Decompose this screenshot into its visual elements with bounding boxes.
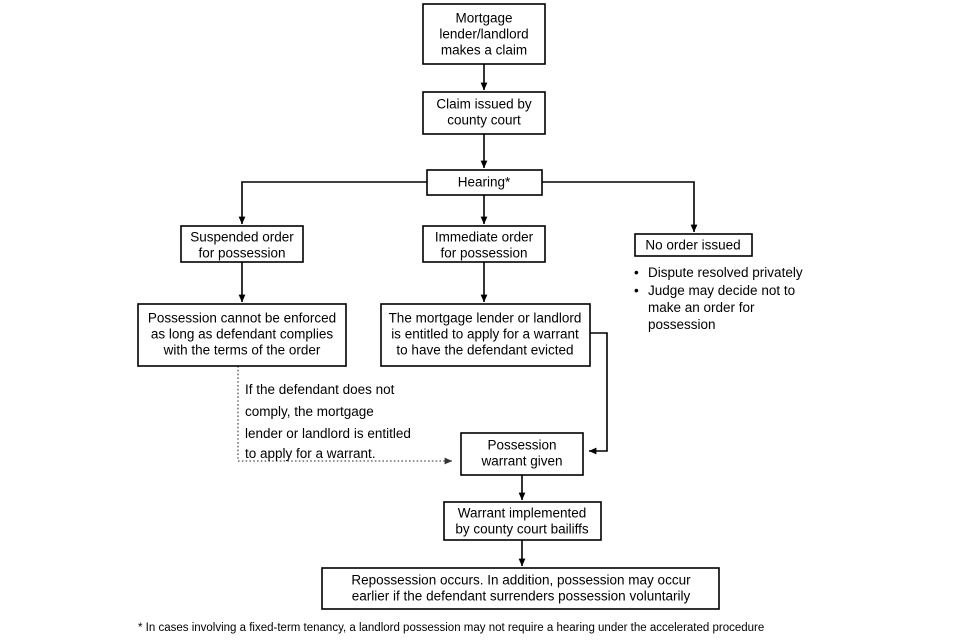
- connectors: [237, 64, 698, 567]
- node-suspended-order[interactable]: Suspended order for possession: [180, 225, 304, 263]
- node-claim-start-line-1: Mortgage: [455, 11, 512, 26]
- node-entitled-warrant-line-2: is entitled to apply for a warrant: [391, 327, 579, 342]
- node-immediate-order-line-2: for possession: [440, 246, 527, 261]
- dotted-note-line-3: lender or landlord is entitled: [245, 426, 411, 441]
- node-repossession-box: [321, 567, 720, 610]
- node-possession-not-enforced[interactable]: Possession cannot be enforced as long as…: [137, 303, 347, 367]
- node-no-order-box: [634, 233, 753, 257]
- node-warrant-implemented-box: [443, 501, 602, 541]
- no-order-bullet-list: • Dispute resolved privately • Judge may…: [634, 265, 803, 332]
- node-repossession-line-2: earlier if the defendant surrenders poss…: [352, 589, 691, 604]
- node-claim-start-box: [422, 3, 546, 65]
- node-possession-not-enforced-line-3: with the terms of the order: [163, 343, 321, 358]
- node-claim-start[interactable]: Mortgage lender/landlord makes a claim: [422, 3, 546, 65]
- node-warrant-given-box: [460, 432, 584, 476]
- node-claim-issued[interactable]: Claim issued by county court: [422, 91, 546, 135]
- node-claim-issued-box: [422, 91, 546, 135]
- dotted-note-line-2: comply, the mortgage: [245, 404, 374, 419]
- node-hearing[interactable]: Hearing*: [426, 169, 543, 196]
- node-entitled-warrant[interactable]: The mortgage lender or landlord is entit…: [380, 303, 591, 367]
- node-entitled-warrant-line-1: The mortgage lender or landlord: [389, 311, 582, 326]
- node-warrant-given[interactable]: Possession warrant given: [460, 432, 584, 476]
- node-suspended-order-line-2: for possession: [198, 246, 285, 261]
- node-repossession-line-1: Repossession occurs. In addition, posses…: [351, 573, 691, 588]
- node-warrant-implemented-line-2: by county court bailiffs: [455, 522, 589, 537]
- no-order-bullet-1-marker: •: [634, 265, 639, 280]
- node-warrant-implemented[interactable]: Warrant implemented by county court bail…: [443, 501, 602, 541]
- node-repossession[interactable]: Repossession occurs. In addition, posses…: [321, 567, 720, 610]
- no-order-bullet-1-line-1: Dispute resolved privately: [648, 265, 803, 280]
- node-suspended-order-line-1: Suspended order: [190, 230, 294, 245]
- node-possession-not-enforced-line-1: Possession cannot be enforced: [148, 311, 336, 326]
- node-hearing-box: [426, 169, 543, 196]
- connector-not-enforced-to-warrant-given-dotted: [237, 366, 453, 465]
- node-entitled-warrant-box: [380, 303, 591, 367]
- node-claim-start-line-2: lender/landlord: [439, 27, 528, 42]
- node-possession-not-enforced-line-2: as long as defendant complies: [151, 327, 334, 342]
- node-claim-issued-line-2: county court: [447, 113, 521, 128]
- node-hearing-label: Hearing*: [458, 175, 511, 190]
- no-order-bullet-2-line-3: possession: [648, 317, 716, 332]
- node-suspended-order-box: [180, 225, 304, 263]
- connector-hearing-to-no-order: [542, 181, 698, 233]
- node-possession-not-enforced-box: [137, 303, 347, 367]
- no-order-bullet-2-line-1: Judge may decide not to: [648, 283, 795, 298]
- dotted-note-line-4: to apply for a warrant.: [245, 446, 376, 461]
- connector-hearing-to-suspended: [238, 181, 427, 225]
- node-warrant-implemented-line-1: Warrant implemented: [458, 506, 587, 521]
- dotted-note-line-1: If the defendant does not: [245, 382, 395, 397]
- node-no-order-label: No order issued: [645, 238, 740, 253]
- node-claim-issued-line-1: Claim issued by: [436, 97, 532, 112]
- no-order-bullet-2-marker: •: [634, 283, 639, 298]
- node-warrant-given-line-2: warrant given: [480, 454, 562, 469]
- node-immediate-order-box: [422, 225, 546, 263]
- dotted-note: If the defendant does not comply, the mo…: [245, 382, 411, 461]
- node-immediate-order[interactable]: Immediate order for possession: [422, 225, 546, 263]
- footnote: * In cases involving a fixed-term tenanc…: [138, 622, 764, 634]
- connector-entitled-to-warrant-given: [588, 332, 608, 455]
- node-claim-start-line-3: makes a claim: [441, 43, 527, 58]
- node-no-order[interactable]: No order issued: [634, 233, 753, 257]
- node-warrant-given-line-1: Possession: [487, 438, 556, 453]
- node-immediate-order-line-1: Immediate order: [435, 230, 534, 245]
- no-order-bullet-2-line-2: make an order for: [648, 300, 755, 315]
- node-entitled-warrant-line-3: to have the defendant evicted: [396, 343, 573, 358]
